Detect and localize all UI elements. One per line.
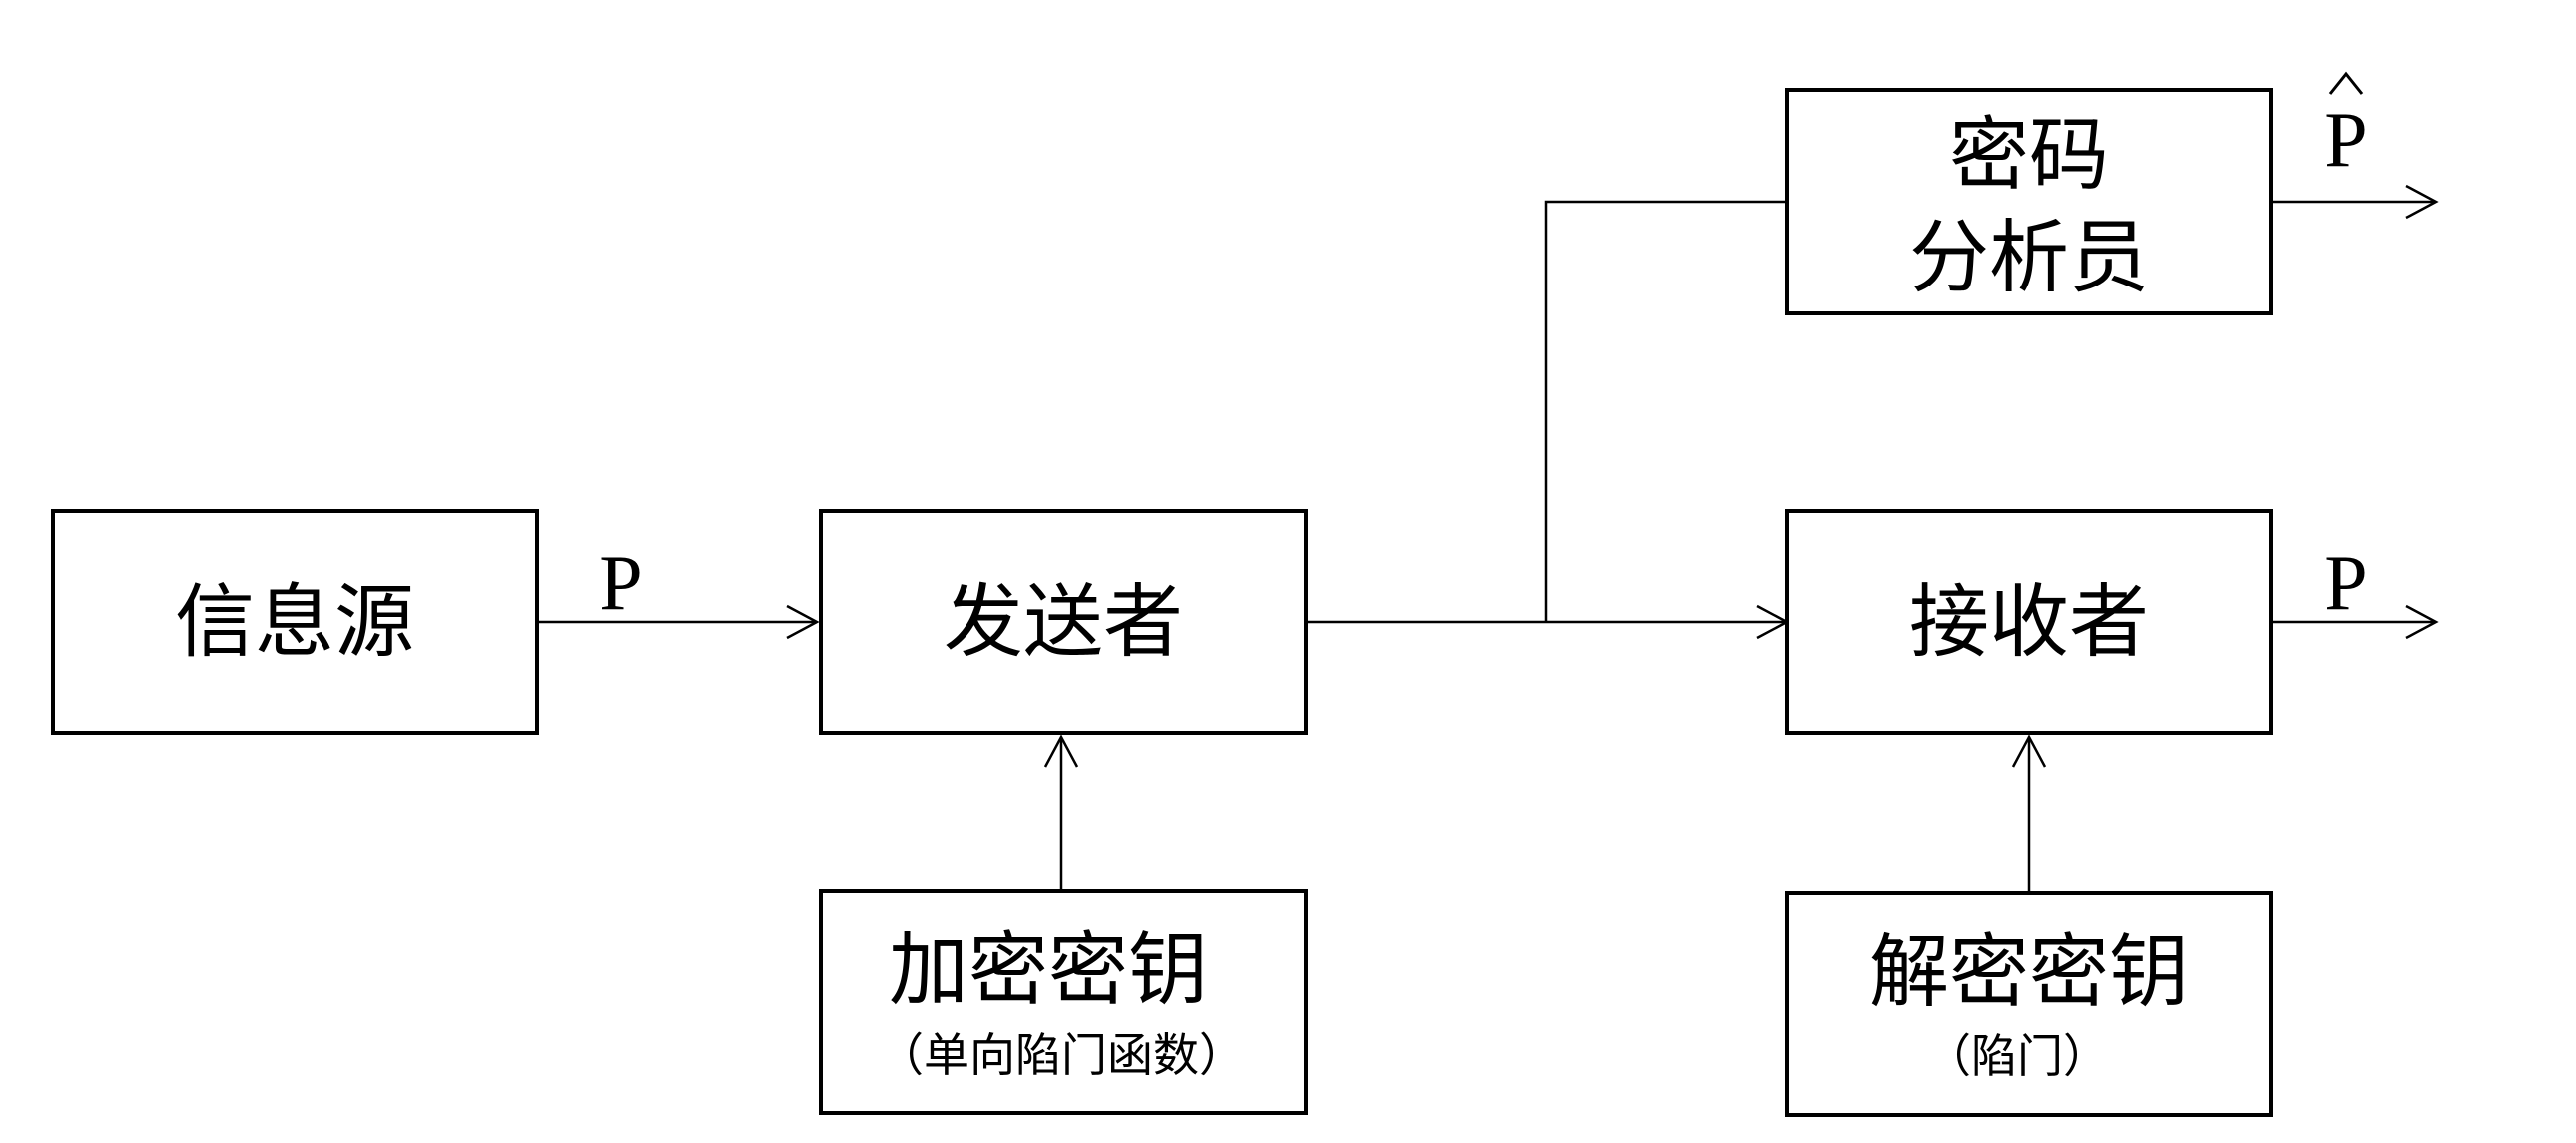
arrowhead-source-sender xyxy=(786,604,820,640)
node-decryption-key: 解密密钥 （陷门） xyxy=(1785,891,2273,1117)
hat-accent-icon xyxy=(2328,71,2364,95)
node-analyst-line1: 密码 xyxy=(1949,109,2109,202)
node-source: 信息源 xyxy=(51,509,539,735)
label-plaintext-output: P xyxy=(2324,539,2367,626)
node-receiver: 接收者 xyxy=(1785,509,2273,735)
node-encryption-key: 加密密钥 （单向陷门函数） xyxy=(819,889,1308,1115)
node-source-label: 信息源 xyxy=(175,576,414,669)
node-enckey-line1: 加密密钥 xyxy=(889,924,1208,1017)
label-estimated-plaintext: P xyxy=(2324,71,2368,183)
arrowhead-enckey-sender xyxy=(1043,734,1079,768)
node-analyst: 密码 分析员 xyxy=(1785,88,2273,315)
arrowhead-deckey-receiver xyxy=(2011,734,2047,768)
node-deckey-line2: （陷门） xyxy=(1925,1029,2109,1083)
node-enckey-line2: （单向陷门函数） xyxy=(878,1028,1245,1082)
arrowhead-receiver-output xyxy=(2405,604,2439,640)
node-sender: 发送者 xyxy=(819,509,1308,735)
node-analyst-line2: 分析员 xyxy=(1909,212,2149,304)
node-sender-label: 发送者 xyxy=(944,576,1183,669)
connectors xyxy=(537,184,2439,891)
label-plaintext-input: P xyxy=(599,539,642,626)
label-estimated-plaintext-letter: P xyxy=(2324,96,2367,183)
edge-branch-analyst xyxy=(1544,200,1787,622)
node-deckey-line1: 解密密钥 xyxy=(1869,926,2189,1019)
node-receiver-label: 接收者 xyxy=(1909,576,2149,669)
arrowhead-analyst-output xyxy=(2405,184,2439,220)
